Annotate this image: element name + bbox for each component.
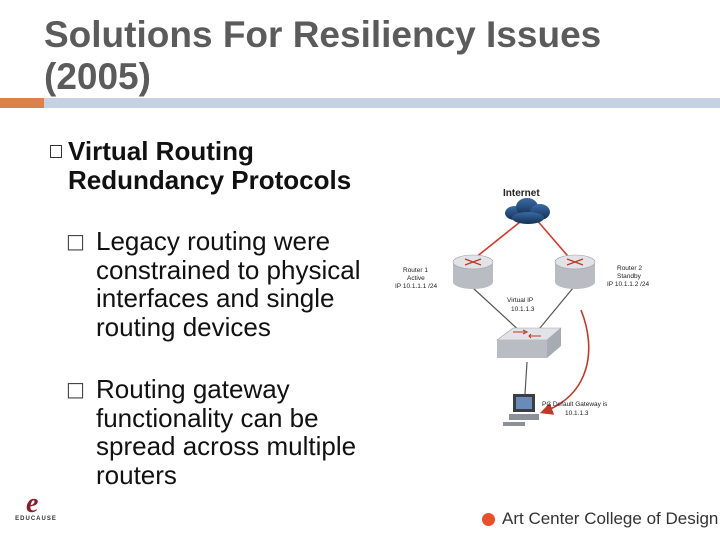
- link-switch-pc: [524, 361, 528, 395]
- pc-icon: [503, 394, 539, 426]
- org-dot-icon: [482, 512, 495, 526]
- slide-title: Solutions For Resiliency Issues (2005): [44, 14, 602, 97]
- switch-icon: [496, 327, 562, 358]
- failover-arrow: [539, 309, 590, 415]
- title-accent-bar: [0, 98, 44, 108]
- educause-logo: e EDUCAUSE: [10, 490, 62, 526]
- sub-bullet-text: Routing gateway functionality can be spr…: [96, 374, 357, 490]
- router1-ip: IP 10.1.1.1 /24: [395, 283, 438, 290]
- vrrp-network-diagram: Internet Router 1 Active IP 10.1.1.1 /24…: [395, 188, 650, 426]
- virtual-ip-address: 10.1.1.3: [511, 306, 535, 313]
- router1-state: Active: [407, 275, 425, 282]
- internet-cloud-icon: [505, 198, 550, 224]
- virtual-ip-label: Virtual IP: [507, 297, 533, 304]
- bullet-main-text: Virtual Routing Redundancy Protocols: [68, 136, 352, 195]
- bullet-box-icon: [50, 145, 62, 158]
- sub-bullet-box-icon: □: [66, 229, 85, 253]
- sub-bullet-text: Legacy routing were constrained to physi…: [96, 226, 361, 342]
- org-logo: Art Center College of Design: [482, 509, 718, 529]
- pc-gateway-address: 10.1.1.3: [565, 410, 589, 417]
- internet-label: Internet: [503, 188, 540, 199]
- educause-logo-mark: e: [26, 488, 39, 519]
- educause-logo-word: EDUCAUSE: [15, 516, 57, 522]
- router2-name: Router 2: [617, 265, 642, 272]
- org-name: Art Center College of Design: [502, 509, 719, 528]
- link-internet-router2: [534, 217, 574, 263]
- sub-bullet-gateway: □ Routing gateway functionality can be s…: [66, 374, 376, 490]
- link-router1-switch: [472, 287, 524, 335]
- router2-state: Standby: [617, 273, 642, 280]
- sub-bullet-box-icon: □: [66, 377, 85, 401]
- pc-gateway-label: PC Default Gateway is: [542, 401, 608, 408]
- link-internet-router1: [469, 217, 526, 263]
- title-divider-bar: [44, 98, 720, 108]
- link-router2-switch: [534, 287, 574, 335]
- router1-icon: [452, 254, 494, 289]
- router2-ip: IP 10.1.1.2 /24: [607, 281, 650, 288]
- router2-icon: [554, 254, 596, 289]
- sub-bullet-legacy: □ Legacy routing were constrained to phy…: [66, 226, 376, 342]
- router1-name: Router 1: [403, 267, 428, 274]
